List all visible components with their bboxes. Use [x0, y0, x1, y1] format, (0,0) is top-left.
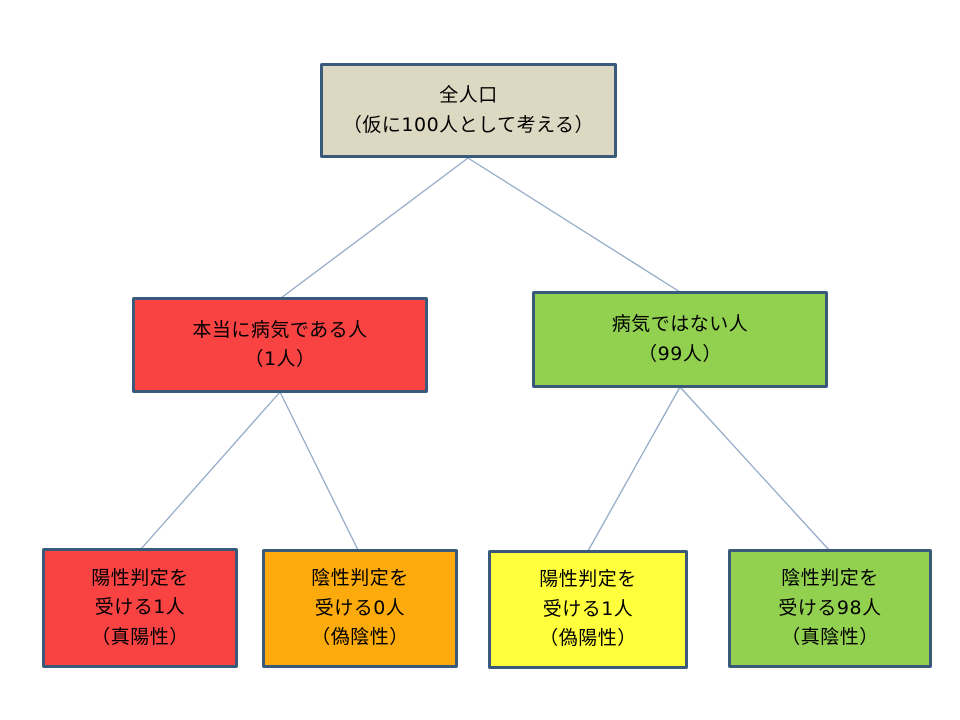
node-text-line: 受ける0人: [314, 596, 406, 619]
node-true-negative: 陰性判定を 受ける98人 （真陰性）: [728, 549, 932, 668]
node-not-diseased: 病気ではない人 （99人）: [532, 291, 828, 388]
node-total-population: 全人口 （仮に100人として考える）: [320, 63, 617, 158]
connector-root-diseased: [280, 157, 469, 299]
node-true-positive: 陽性判定を 受ける1人 （真陽性）: [42, 548, 238, 668]
node-false-positive: 陽性判定を 受ける1人 （偽陽性）: [488, 550, 688, 669]
node-text-line: 陽性判定を: [91, 566, 189, 589]
connector-diseased-falseneg: [279, 391, 359, 551]
node-text-line: 陽性判定を: [539, 568, 637, 591]
node-text-line: （真陰性）: [781, 626, 879, 649]
node-text-line: 受ける1人: [94, 596, 186, 619]
connector-healthy-trueneg: [679, 386, 830, 551]
node-text-line: 陰性判定を: [781, 567, 879, 590]
node-text-line: 病気ではない人: [611, 313, 749, 336]
node-text-line: （仮に100人として考える）: [342, 113, 595, 136]
node-text-line: 受ける98人: [778, 596, 882, 619]
node-text-line: 受ける1人: [542, 597, 634, 620]
node-text-line: 陰性判定を: [311, 567, 409, 590]
node-text-line: （偽陰性）: [311, 626, 409, 649]
node-diseased: 本当に病気である人 （1人）: [132, 297, 428, 393]
node-false-negative: 陰性判定を 受ける0人 （偽陰性）: [262, 549, 458, 668]
node-text-line: （偽陽性）: [539, 627, 637, 650]
node-text-line: （99人）: [638, 342, 722, 365]
node-text-line: （1人）: [244, 348, 316, 370]
node-text-line: 全人口: [439, 84, 498, 107]
node-text-line: 本当に病気である人: [192, 318, 368, 341]
connector-root-healthy: [467, 157, 681, 293]
node-text-line: （真陽性）: [91, 625, 189, 648]
connector-diseased-truepos: [140, 391, 281, 550]
connector-healthy-falsepos: [587, 386, 681, 552]
